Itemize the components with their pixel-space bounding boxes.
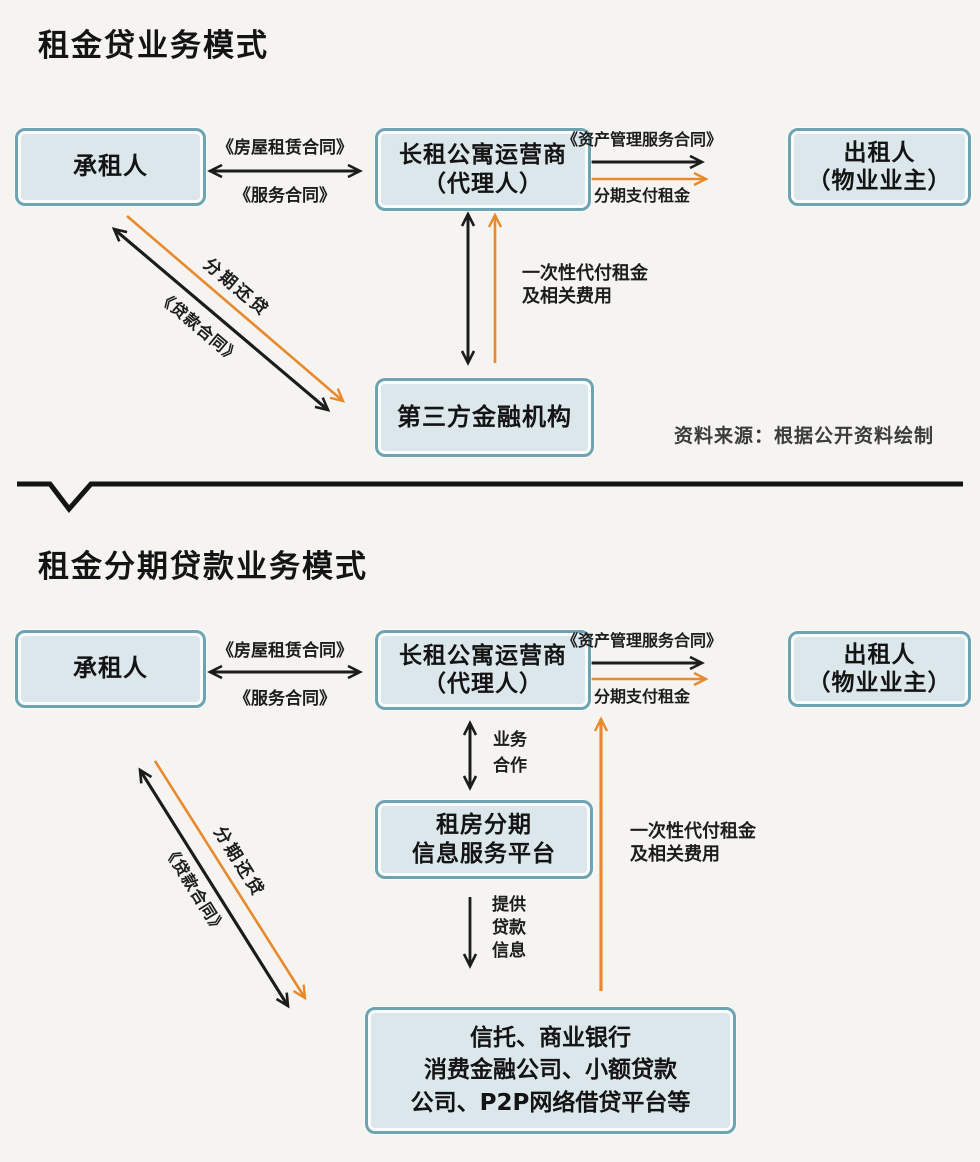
label-d1-service-contract: 《服务合同》 — [234, 186, 336, 206]
node-landlord-2: 出租人 （物业业主） — [788, 631, 971, 707]
label-d2-provide-loan-info: 提供 贷款 信息 — [492, 895, 526, 961]
node-third-party-finance: 第三方金融机构 — [375, 378, 594, 457]
label-d2-lump-sum-advance: 一次性代付租金 及相关费用 — [630, 821, 756, 866]
arrow-d1-operator-landlord — [574, 162, 706, 179]
label-d1-housing-lease-contract: 《房屋租赁合同》 — [217, 138, 353, 158]
label-d2-housing-lease-contract: 《房屋租赁合同》 — [217, 641, 353, 661]
label-d2-business-cooperation: 业务 合作 — [493, 730, 527, 777]
section-divider — [17, 481, 963, 513]
arrow-d1-operator-thirdparty — [468, 214, 495, 363]
node-rental-installment-platform: 租房分期 信息服务平台 — [375, 800, 593, 879]
node-landlord-1: 出租人 （物业业主） — [788, 128, 971, 206]
node-operator-2: 长租公寓运营商 （代理人） — [375, 630, 591, 710]
diagram2-title: 租金分期贷款业务模式 — [38, 549, 368, 585]
label-d1-lump-sum-advance: 一次性代付租金 及相关费用 — [522, 263, 648, 308]
label-d2-service-contract: 《服务合同》 — [234, 689, 336, 709]
label-d1-asset-mgmt-service-contract: 《资产管理服务合同》 — [562, 130, 723, 149]
arrow-d1-tenant-thirdparty-diagonal — [114, 215, 343, 410]
label-d2-installment-rent-payment: 分期支付租金 — [593, 687, 690, 706]
arrow-d2-tenant-lenders-diagonal — [140, 760, 305, 1006]
source-note: 资料来源：根据公开资料绘制 — [674, 425, 935, 447]
label-d1-installment-rent-payment: 分期支付租金 — [593, 186, 690, 205]
diagram1-title: 租金贷业务模式 — [38, 28, 269, 64]
arrow-d2-operator-landlord — [574, 663, 706, 679]
node-tenant-2: 承租人 — [15, 630, 206, 708]
node-operator-1: 长租公寓运营商 （代理人） — [375, 128, 591, 211]
node-lenders: 信托、商业银行 消费金融公司、小额贷款 公司、P2P网络借贷平台等 — [365, 1007, 736, 1134]
node-tenant-1: 承租人 — [15, 128, 206, 206]
label-d2-asset-mgmt-service-contract: 《资产管理服务合同》 — [562, 631, 723, 650]
